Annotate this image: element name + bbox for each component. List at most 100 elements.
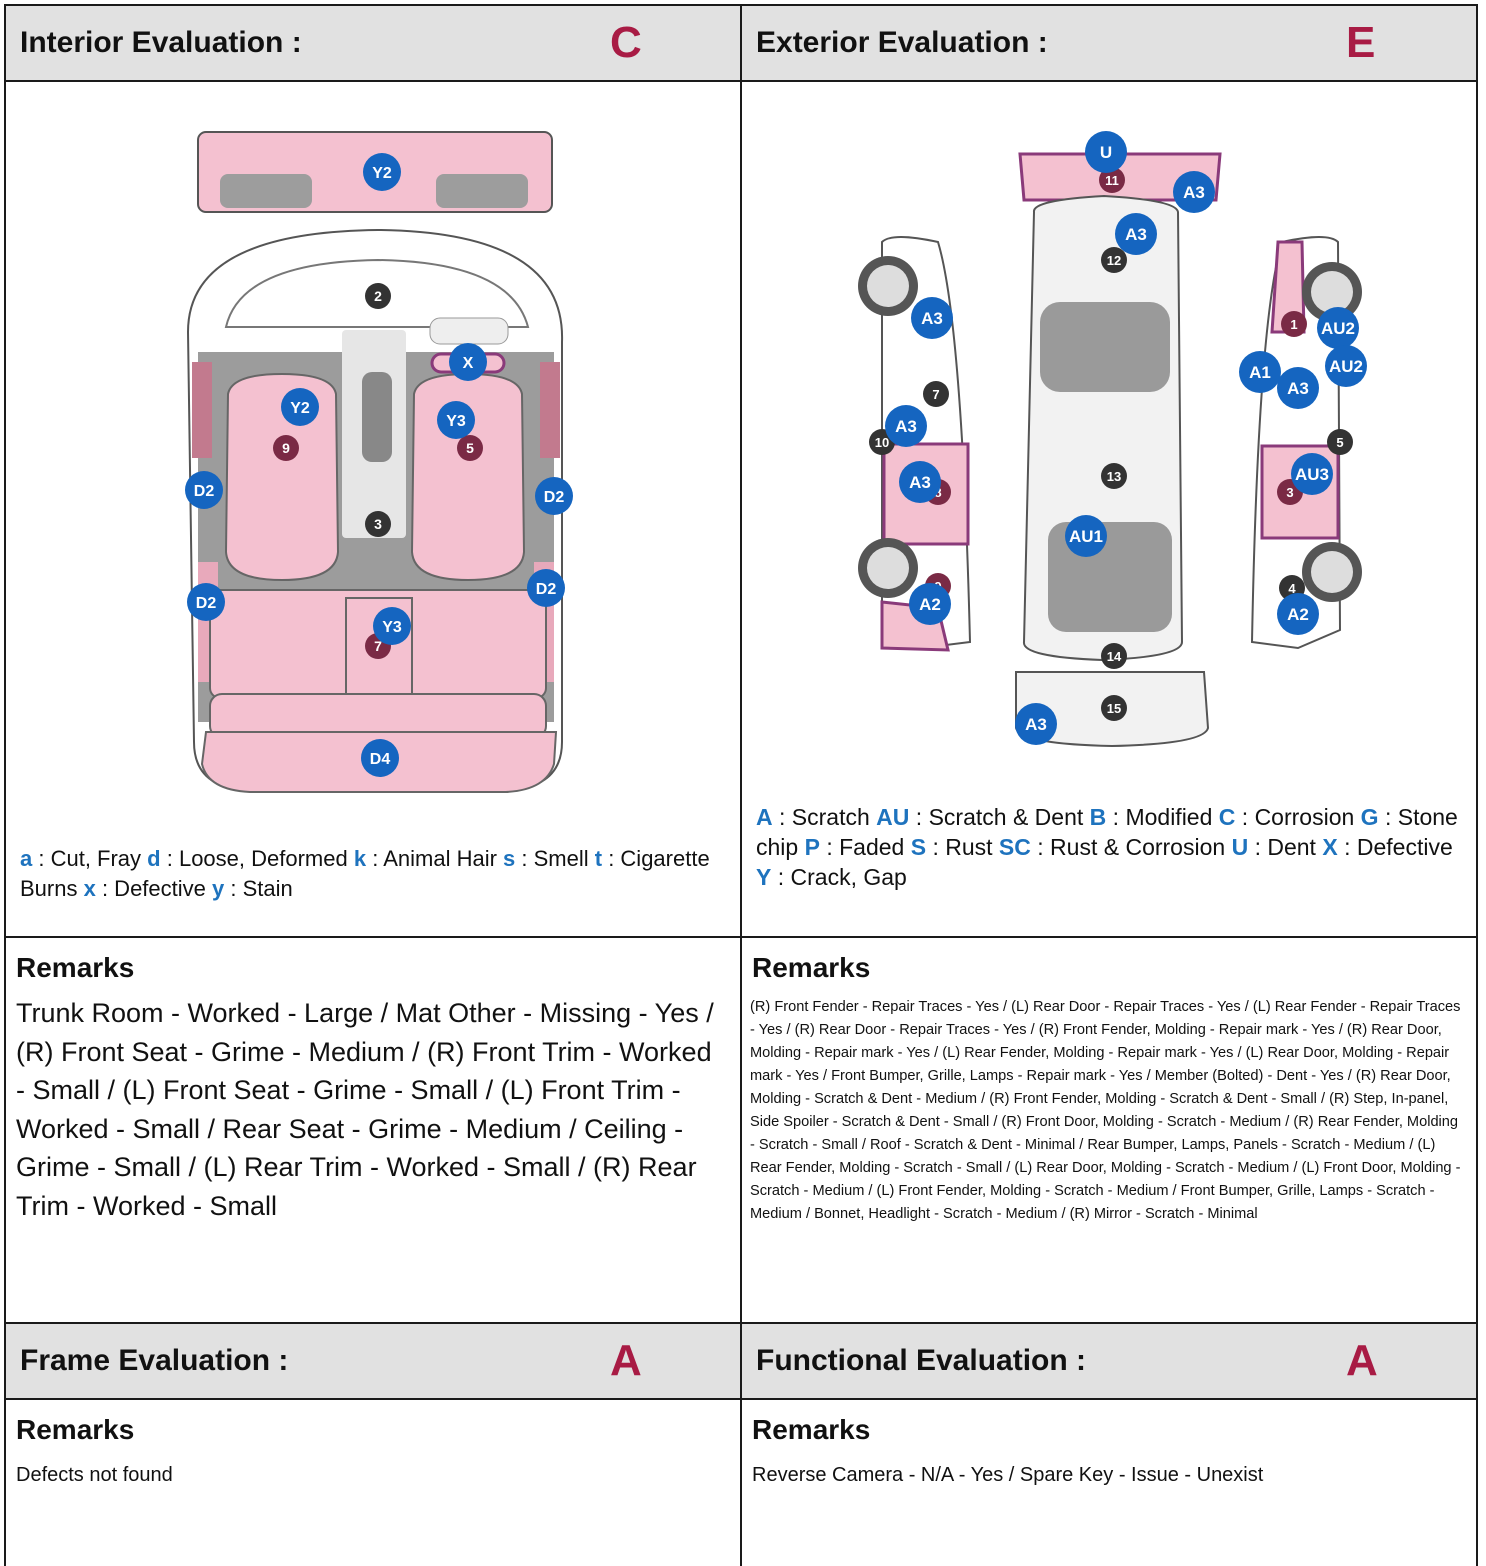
exterior-marker-U: U [1085, 131, 1127, 173]
svg-text:15: 15 [1107, 701, 1121, 716]
exterior-remarks-title: Remarks [752, 952, 870, 984]
legend-desc: : Dent [1248, 834, 1322, 860]
interior-marker-D2-left-front: D2 [185, 471, 223, 509]
svg-text:A2: A2 [1287, 605, 1309, 624]
legend-desc: : Corrosion [1235, 804, 1360, 830]
exterior-diagram-panel: 11 12 7 10 8 9 13 14 15 1 5 3 4 U A3 A3 … [740, 80, 1478, 938]
svg-text:A3: A3 [1125, 225, 1147, 244]
exterior-marker-A3-left-rear-door: A3 [899, 461, 941, 503]
legend-code: Y [756, 864, 771, 890]
legend-desc: : Crack, Gap [771, 864, 906, 890]
svg-text:Y3: Y3 [446, 413, 466, 430]
svg-text:2: 2 [374, 288, 382, 304]
interior-marker-D2-left-rear: D2 [187, 583, 225, 621]
svg-text:10: 10 [875, 435, 889, 450]
functional-remarks-panel: Remarks Reverse Camera - N/A - Yes / Spa… [740, 1398, 1478, 1566]
exterior-grade: E [1346, 18, 1375, 68]
interior-marker-Y2-trunk: Y2 [363, 153, 401, 191]
legend-desc: : Defective [96, 876, 212, 901]
svg-text:A3: A3 [921, 309, 943, 328]
legend-code: s [503, 846, 515, 871]
legend-code: k [354, 846, 366, 871]
interior-grade: C [610, 18, 642, 68]
svg-text:A2: A2 [919, 595, 941, 614]
exterior-marker-A3-left-front-door: A3 [885, 405, 927, 447]
interior-marker-X: X [449, 343, 487, 381]
legend-desc: : Rust [926, 834, 999, 860]
svg-text:13: 13 [1107, 469, 1121, 484]
svg-text:9: 9 [282, 440, 290, 456]
exterior-title: Exterior Evaluation : [756, 26, 1048, 60]
interior-header: Interior Evaluation : C [4, 4, 742, 82]
svg-text:A3: A3 [895, 417, 917, 436]
interior-marker-D4: D4 [361, 739, 399, 777]
legend-code: SC [999, 834, 1031, 860]
legend-desc: : Rust & Corrosion [1031, 834, 1232, 860]
legend-desc: : Stain [224, 876, 292, 901]
legend-code: a [20, 846, 32, 871]
exterior-marker-A3-left-fender: A3 [911, 297, 953, 339]
legend-code: S [911, 834, 926, 860]
legend-code: C [1219, 804, 1236, 830]
svg-text:D2: D2 [536, 581, 557, 598]
svg-text:A3: A3 [909, 473, 931, 492]
legend-code: A [756, 804, 773, 830]
functional-header: Functional Evaluation : A [740, 1322, 1478, 1400]
frame-title: Frame Evaluation : [20, 1344, 288, 1378]
exterior-marker-A3-right-front-door: A3 [1277, 367, 1319, 409]
svg-text:Y2: Y2 [372, 165, 392, 182]
exterior-car-diagram: 11 12 7 10 8 9 13 14 15 1 5 3 4 U A3 A3 … [742, 82, 1476, 792]
exterior-marker-A2-right: A2 [1277, 593, 1319, 635]
legend-code: U [1232, 834, 1249, 860]
svg-text:X: X [463, 355, 474, 372]
exterior-marker-14: 14 [1101, 643, 1127, 669]
exterior-marker-AU2-mirror: AU2 [1325, 345, 1367, 387]
frame-grade: A [610, 1336, 642, 1386]
interior-marker-9: 9 [273, 435, 299, 461]
svg-text:D2: D2 [544, 489, 565, 506]
exterior-marker-5: 5 [1327, 429, 1353, 455]
interior-marker-2: 2 [365, 283, 391, 309]
interior-title: Interior Evaluation : [20, 26, 302, 60]
svg-text:12: 12 [1107, 253, 1121, 268]
interior-marker-D2-right-rear: D2 [527, 569, 565, 607]
interior-marker-5: 5 [457, 435, 483, 461]
legend-code: d [147, 846, 160, 871]
interior-diagram-panel: 2 3 9 5 7 Y2 X Y2 Y3 D2 D2 D2 D2 Y3 D4 a… [4, 80, 742, 938]
svg-text:3: 3 [1286, 485, 1293, 500]
evaluation-report: Interior Evaluation : C Exterior Evaluat… [4, 4, 1478, 1566]
svg-text:AU2: AU2 [1329, 357, 1363, 376]
interior-marker-3: 3 [365, 511, 391, 537]
legend-code: G [1361, 804, 1379, 830]
exterior-marker-AU2-fender: AU2 [1317, 307, 1359, 349]
legend-desc: : Scratch [773, 804, 877, 830]
exterior-legend: A : Scratch AU : Scratch & Dent B : Modi… [756, 802, 1472, 892]
svg-text:D2: D2 [194, 483, 215, 500]
svg-text:7: 7 [932, 387, 939, 402]
exterior-marker-13: 13 [1101, 463, 1127, 489]
interior-remarks-title: Remarks [16, 952, 134, 984]
frame-remarks-text: Defects not found [16, 1464, 173, 1487]
interior-car-diagram: 2 3 9 5 7 Y2 X Y2 Y3 D2 D2 D2 D2 Y3 D4 [6, 82, 740, 802]
svg-text:Y3: Y3 [382, 619, 402, 636]
svg-text:11: 11 [1105, 173, 1119, 188]
svg-text:D4: D4 [370, 751, 391, 768]
legend-desc: : Modified [1106, 804, 1219, 830]
frame-remarks-title: Remarks [16, 1414, 134, 1446]
interior-remarks-text: Trunk Room - Worked - Large / Mat Other … [16, 994, 726, 1225]
svg-text:A1: A1 [1249, 363, 1271, 382]
exterior-marker-AU3: AU3 [1291, 453, 1333, 495]
functional-remarks-title: Remarks [752, 1414, 870, 1446]
svg-text:1: 1 [1290, 317, 1297, 332]
svg-text:14: 14 [1107, 649, 1122, 664]
exterior-remarks-text: (R) Front Fender - Repair Traces - Yes /… [750, 996, 1466, 1226]
interior-legend: a : Cut, Fray d : Loose, Deformed k : An… [20, 844, 730, 904]
exterior-marker-AU1: AU1 [1065, 515, 1107, 557]
legend-code: P [805, 834, 820, 860]
legend-code: B [1090, 804, 1107, 830]
exterior-marker-15: 15 [1101, 695, 1127, 721]
exterior-marker-A2-left: A2 [909, 583, 951, 625]
functional-remarks-text: Reverse Camera - N/A - Yes / Spare Key -… [752, 1464, 1263, 1487]
svg-text:A3: A3 [1287, 379, 1309, 398]
svg-text:Y2: Y2 [290, 400, 310, 417]
